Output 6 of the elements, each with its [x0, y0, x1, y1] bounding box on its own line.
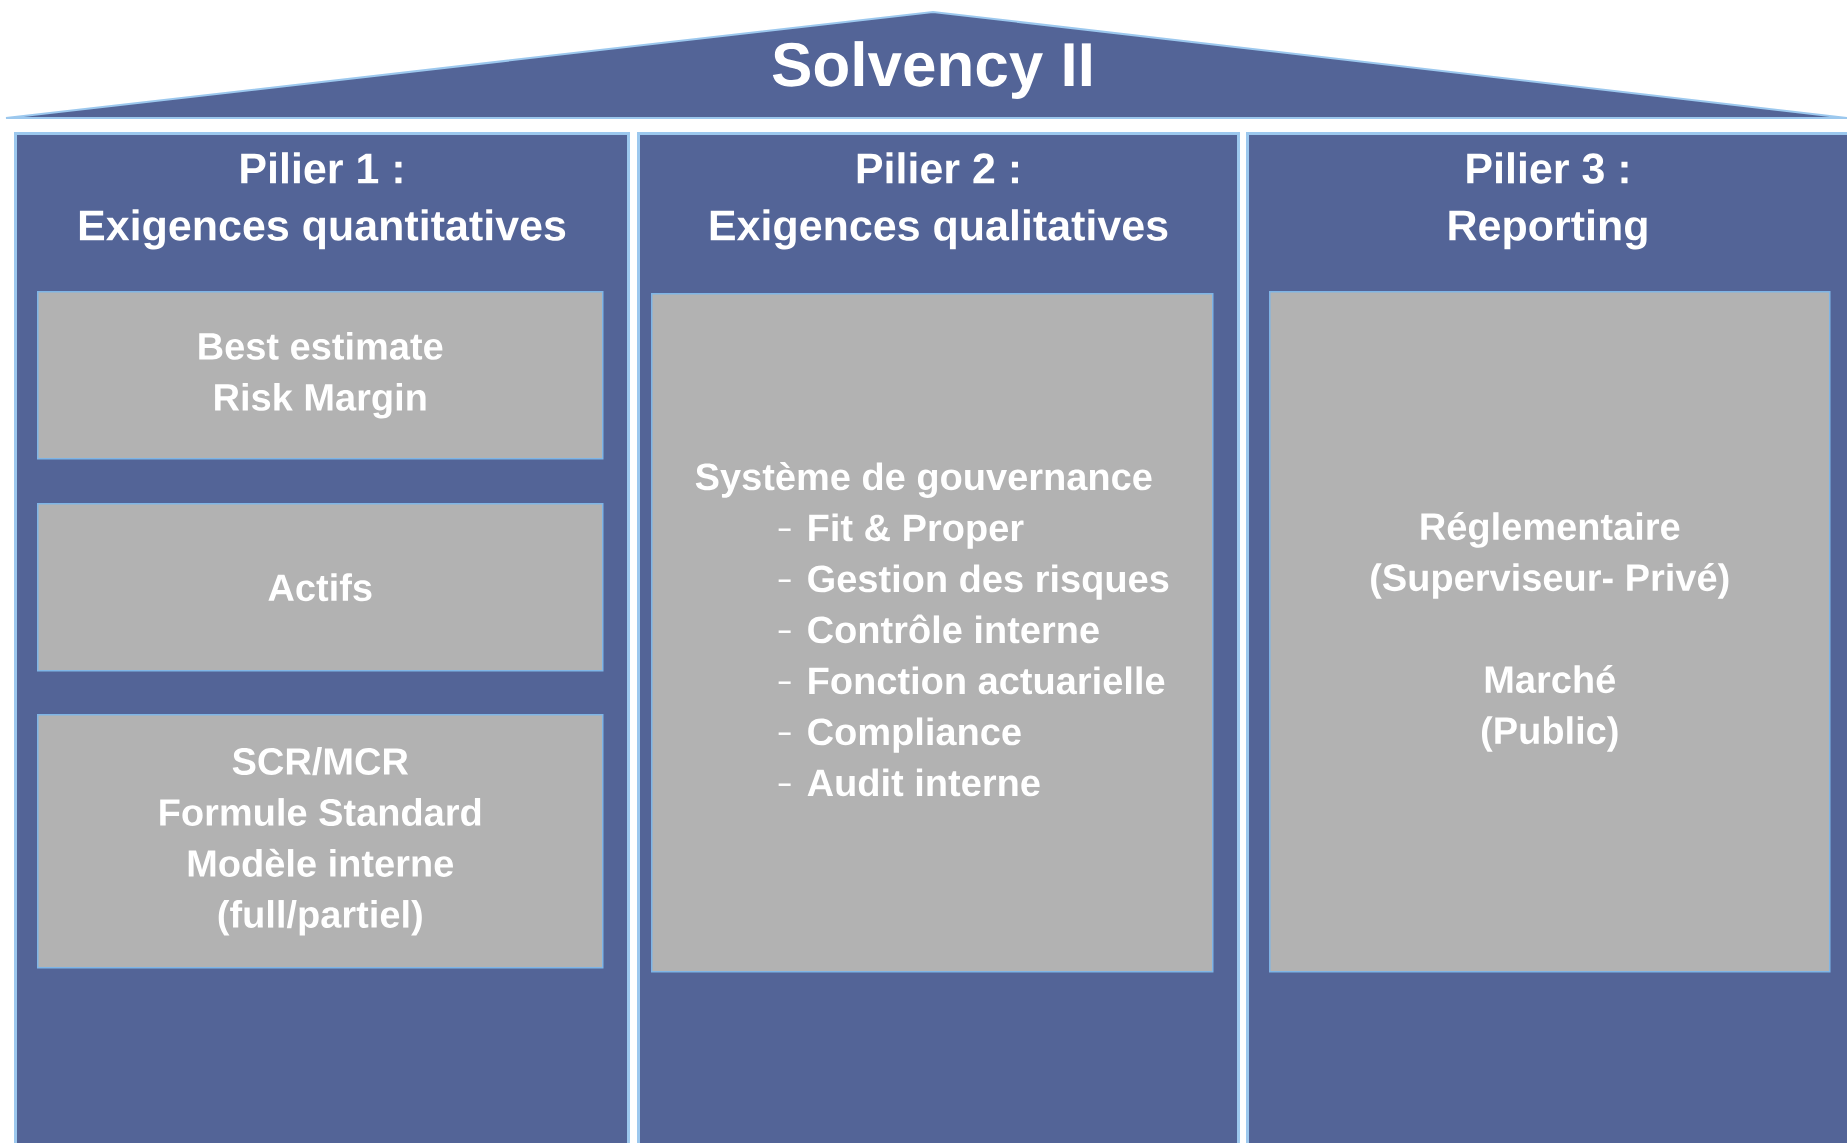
text-box: Système de gouvernance Fit & Proper Gestion des risques Contrôle interne Fonction actuarielle Compliance Audit interne	[651, 293, 1214, 973]
text-box: Réglementaire (Superviseur- Privé) Marché (Public)	[1269, 291, 1831, 973]
text-box: Actifs	[37, 503, 604, 672]
text-box: SCR/MCR Formule Standard Modèle interne (full/partiel)	[37, 714, 604, 969]
roof: Solvency II	[5, 11, 1847, 119]
text-box: Best estimate Risk Margin	[37, 291, 604, 460]
